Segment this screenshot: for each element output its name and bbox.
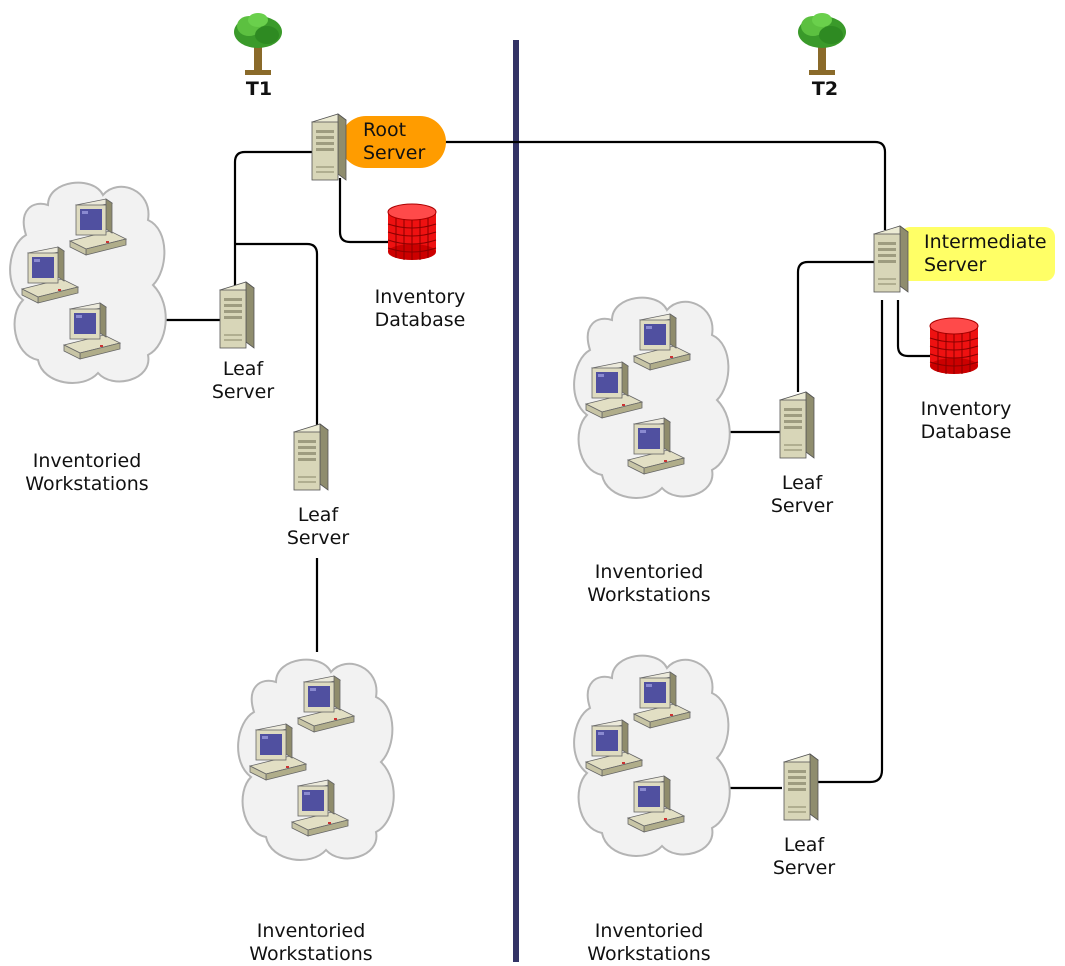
intermediate-to-leaf2-link: [818, 300, 884, 784]
intermediate-to-db-link: [896, 300, 932, 358]
tree-icon-t2: [798, 13, 846, 75]
t2-leaf-server-2-icon: [783, 753, 819, 821]
t2-database-label: Inventory Database: [920, 398, 1012, 443]
intermediate-server-label: Intermediate Server: [924, 231, 1047, 276]
t2-workstations-1-label: Inventoried Workstations: [587, 561, 711, 606]
intermediate-server-icon: [873, 225, 909, 293]
t2-leaf-server-2-label: Leaf Server: [772, 834, 836, 879]
intermediate-to-leaf1-link: [796, 260, 878, 392]
root-to-db-link: [338, 178, 390, 244]
t2-database-icon: [929, 317, 979, 375]
t1-workstation-cloud-2: [238, 660, 394, 860]
root-server-icon: [311, 113, 347, 181]
t2-leaf-server-1-icon: [779, 391, 815, 459]
t1-leaf-server-2-icon: [293, 423, 329, 491]
t1-database-icon: [387, 203, 437, 261]
t2-workstation-cloud-1: [574, 298, 730, 498]
t2-leaf-server-1-label: Leaf Server: [770, 472, 834, 517]
t1-leaf-server-2-label: Leaf Server: [286, 504, 350, 549]
t1-workstation-cloud-1: [10, 183, 166, 383]
root-server-label: Root Server: [363, 119, 426, 164]
t1-workstations-2-label: Inventoried Workstations: [249, 920, 373, 965]
t1-leaf-server-1-label: Leaf Server: [211, 358, 275, 403]
root-server-highlight: [340, 116, 446, 168]
t2-workstation-cloud-2: [574, 656, 730, 856]
tree-label-t1: T1: [245, 78, 273, 100]
root-to-leaf2-link: [235, 242, 319, 428]
t1-database-label: Inventory Database: [374, 286, 466, 331]
t1-workstations-1-label: Inventoried Workstations: [25, 450, 149, 495]
root-to-intermediate-link: [440, 140, 887, 230]
t1-leaf-server-1-icon: [219, 281, 255, 349]
tree-icon-t1: [234, 13, 282, 75]
tree-label-t2: T2: [811, 78, 839, 100]
root-to-leaf-link: [233, 150, 312, 290]
t2-workstations-2-label: Inventoried Workstations: [587, 920, 711, 965]
intermediate-server-highlight: [900, 227, 1055, 281]
